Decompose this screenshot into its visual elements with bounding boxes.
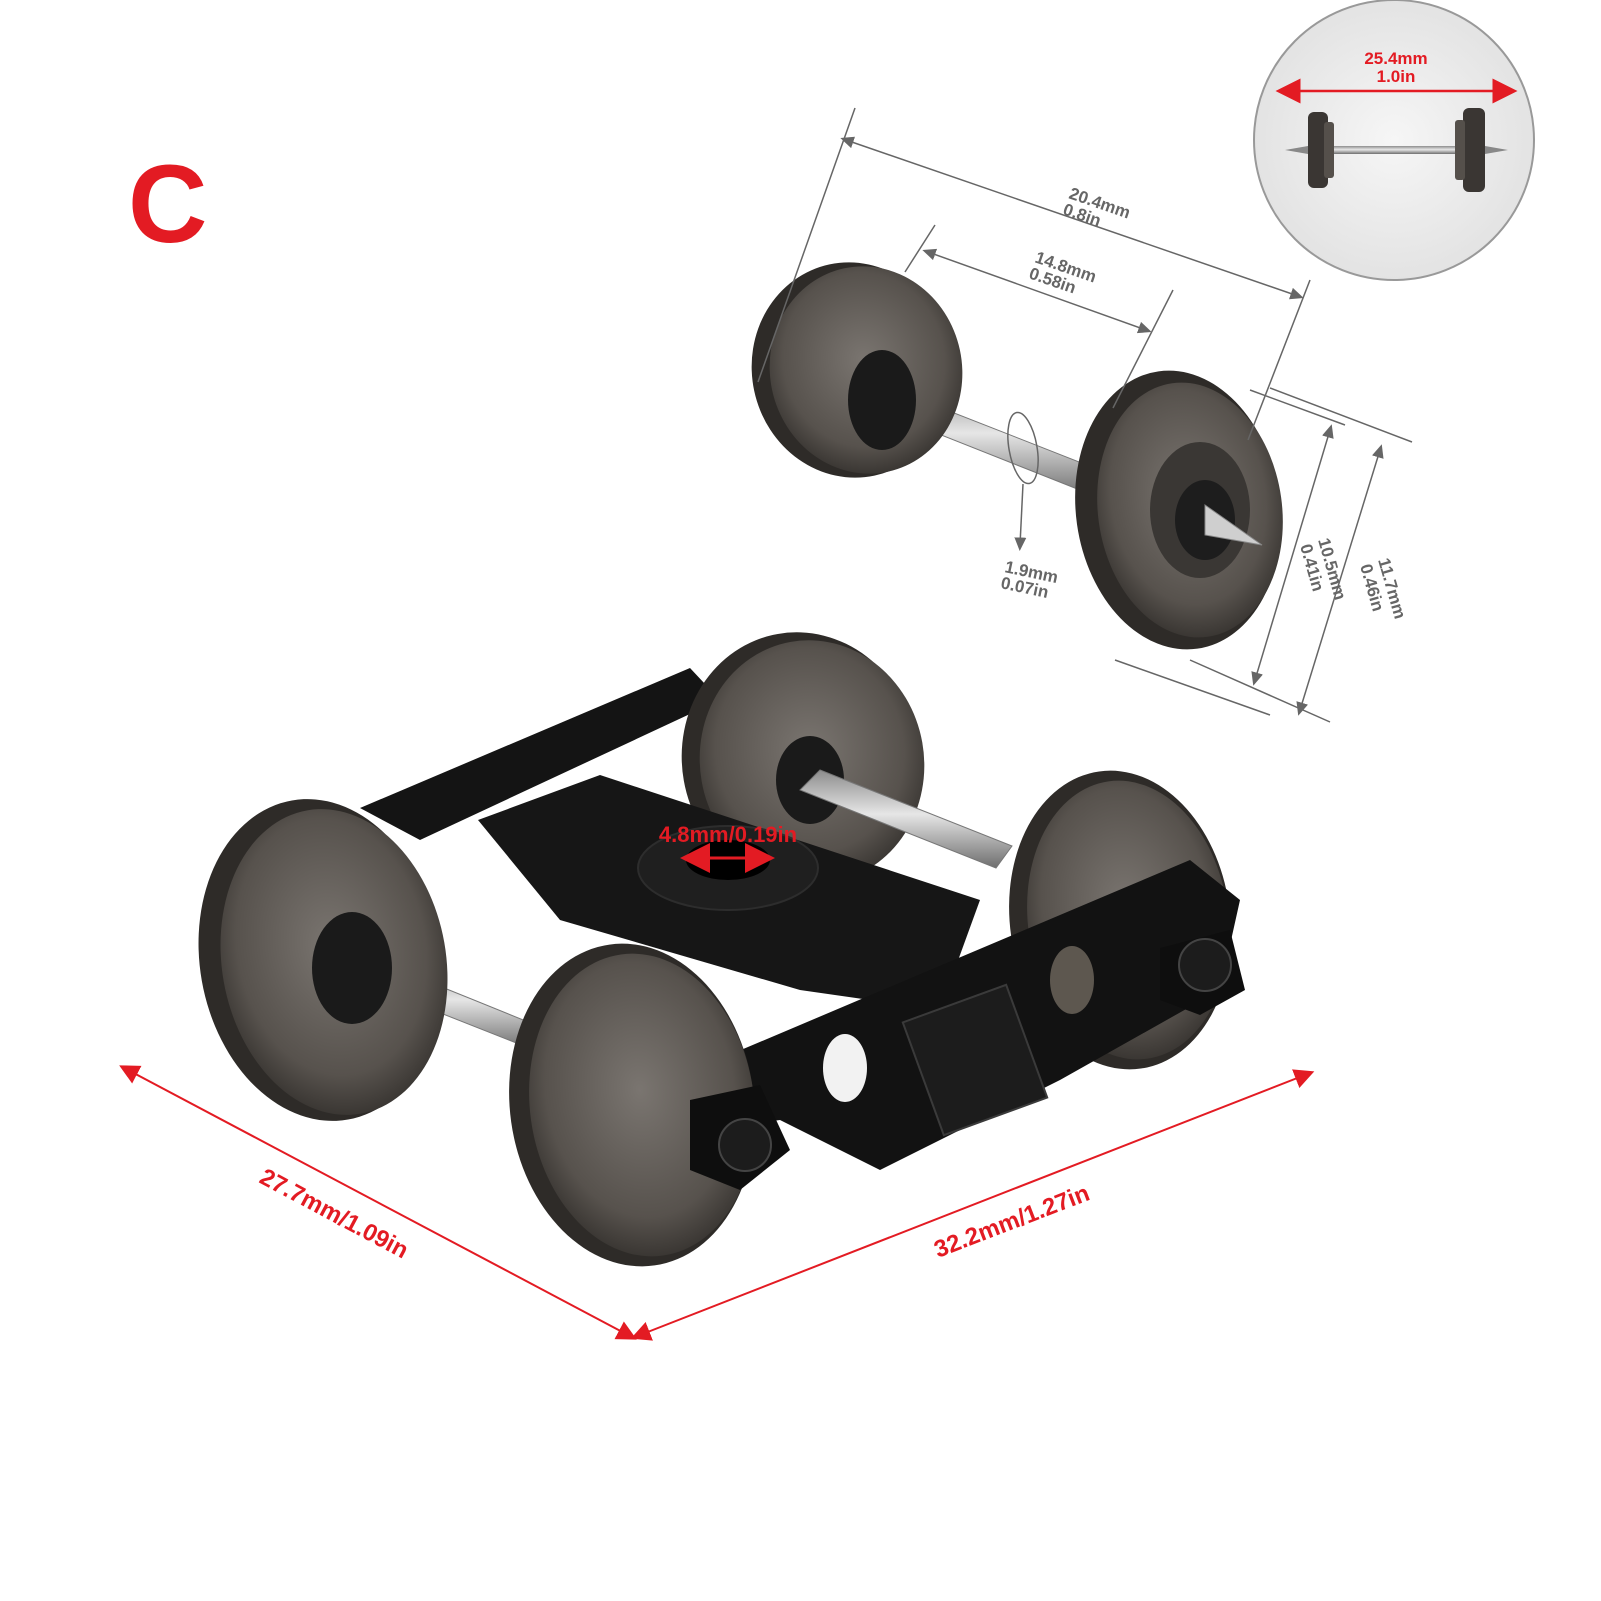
inset-length-mm: 25.4mm (1364, 49, 1427, 68)
wheelset-dimension-lines (757, 107, 1413, 723)
bolster-hole-label: 4.8mm/0.19in (659, 822, 797, 847)
inset-wheel-left (1308, 112, 1328, 188)
wheelset-axle-point (1204, 504, 1263, 546)
truck-width-dimension (119, 1065, 637, 1340)
inset-wheelset-view: 25.4mm 1.0in (1253, 0, 1535, 281)
truck-length-dimension (630, 1069, 1315, 1341)
wheelset-hub-left (848, 350, 916, 450)
inset-axle (1315, 146, 1475, 154)
wheelset-diagram: 20.4mm 0.8in 14.8mm 0.58in 1.9mm 0.07in … (751, 107, 1413, 723)
variant-label: C (128, 143, 208, 266)
truck-assembly: 4.8mm/0.19in 27.7mm/1.09in 32.2mm/1.27in (119, 632, 1315, 1341)
truck-length-label: 32.2mm/1.27in (930, 1180, 1093, 1264)
inset-length-in: 1.0in (1377, 67, 1416, 86)
inset-circle (1253, 0, 1535, 281)
inset-axle-point-right (1485, 146, 1508, 154)
inset-wheel-right (1463, 108, 1485, 192)
truck-axle-rear (799, 769, 1013, 869)
truck-side-frame-rear (360, 668, 720, 840)
